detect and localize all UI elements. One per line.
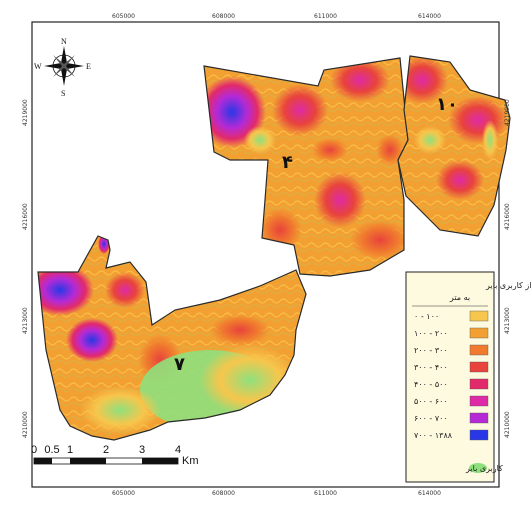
legend-swatch-2 (469, 344, 489, 356)
legend-range-3: ۳۰۰ - ۴۰۰ (414, 363, 448, 372)
tick-y-right-1: 4216000 (504, 203, 511, 230)
tick-x-top-2: 611000 (314, 13, 337, 20)
tick-y-right-0: 4219000 (504, 99, 511, 126)
compass-rose-icon: N S E W (34, 37, 91, 98)
scale-label-1: 0.5 (44, 444, 59, 456)
district-7-boundary (37, 235, 307, 441)
legend-range-7: ۷۰۰ - ۱۳۸۸ (414, 431, 453, 440)
tick-x-bottom-0: 605000 (112, 490, 135, 497)
tick-x-bottom-2: 611000 (314, 490, 337, 497)
legend-range-5: ۵۰۰ - ۶۰۰ (414, 397, 448, 406)
legend-swatch-0 (469, 310, 489, 322)
scale-unit: Km (182, 455, 199, 467)
east-label: E (86, 62, 91, 71)
district-4-boundary (203, 57, 409, 277)
tick-y-left-2: 4213000 (22, 307, 29, 334)
legend-title: فاصله از کاربری بایر (485, 281, 531, 290)
south-label: S (61, 89, 65, 98)
district-label-10: ۱۰ (436, 94, 458, 115)
tick-x-top-3: 614000 (418, 13, 441, 20)
district-label-7: ۷ (174, 354, 185, 375)
tick-y-right-2: 4213000 (504, 307, 511, 334)
tick-y-left-1: 4216000 (22, 203, 29, 230)
legend-range-2: ۲۰۰ - ۳۰۰ (414, 346, 448, 355)
scale-label-4: 3 (139, 444, 145, 456)
scale-bar: 0 0.5 1 2 3 4 Km (31, 444, 199, 467)
legend: فاصله از کاربری بایر به متر ۰ - ۱۰۰ ۱۰۰ -… (405, 271, 531, 483)
tick-x-bottom-1: 608000 (212, 490, 235, 497)
legend-swatch-4 (469, 378, 489, 390)
tick-x-top-0: 605000 (112, 13, 135, 20)
legend-range-6: ۶۰۰ - ۷۰۰ (414, 414, 448, 423)
tick-x-bottom-3: 614000 (418, 490, 441, 497)
legend-swatch-5 (469, 395, 489, 407)
legend-swatch-landuse (469, 463, 487, 473)
legend-landuse-label: کاربری بایر (465, 464, 503, 473)
scale-label-0: 0 (31, 444, 37, 456)
tick-y-left-3: 4210000 (22, 411, 29, 438)
district-label-4: ۴ (282, 152, 293, 173)
tick-y-right-3: 4210000 (504, 411, 511, 438)
legend-swatch-6 (469, 412, 489, 424)
legend-range-1: ۱۰۰ - ۲۰۰ (414, 329, 448, 338)
district-10-boundary (397, 55, 511, 237)
legend-subtitle: به متر (449, 293, 470, 302)
scale-label-2: 1 (67, 444, 73, 456)
legend-swatch-3 (469, 361, 489, 373)
scale-label-3: 2 (103, 444, 109, 456)
west-label: W (34, 62, 42, 71)
legend-swatch-1 (469, 327, 489, 339)
tick-y-left-0: 4219000 (22, 99, 29, 126)
tick-x-top-1: 608000 (212, 13, 235, 20)
grid-ticks: 605000 608000 611000 614000 605000 60800… (22, 13, 511, 497)
scale-label-5: 4 (175, 444, 181, 456)
legend-range-0: ۰ - ۱۰۰ (414, 312, 439, 321)
north-label: N (61, 37, 67, 46)
legend-swatch-7 (469, 429, 489, 441)
legend-range-4: ۴۰۰ - ۵۰۰ (414, 380, 448, 389)
